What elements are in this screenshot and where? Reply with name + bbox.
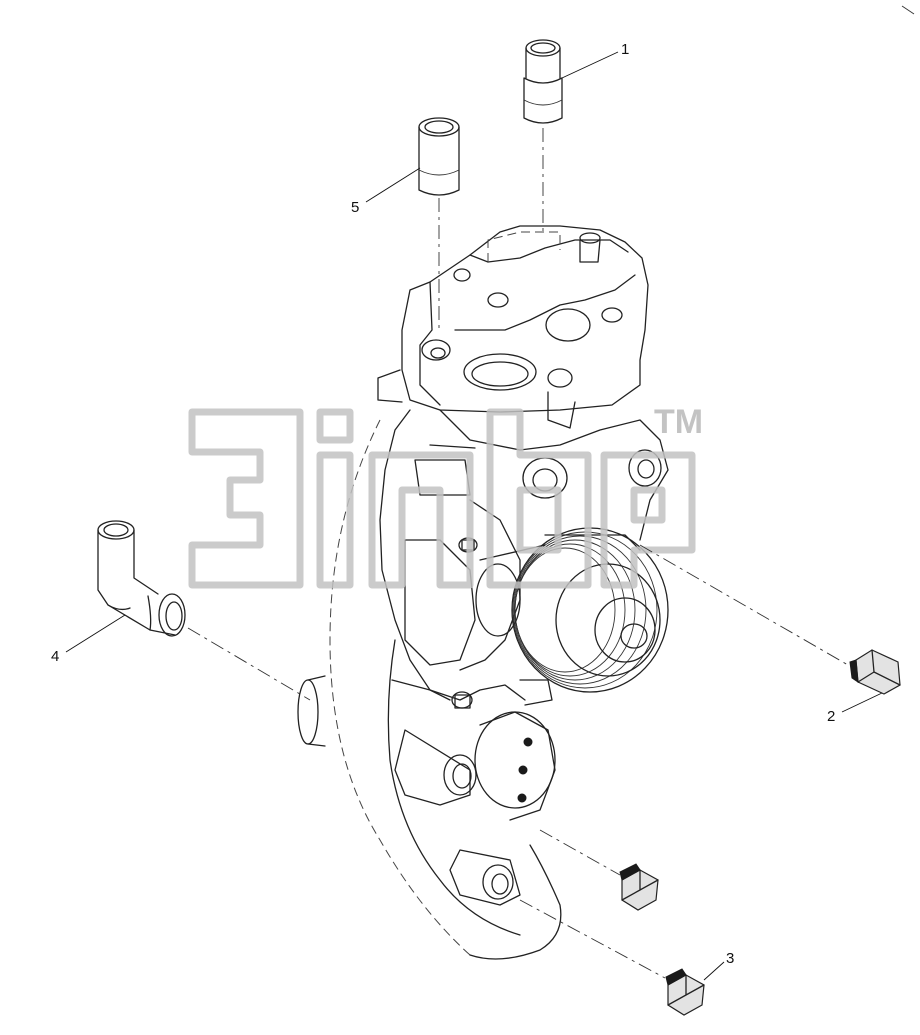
part-2-plug	[639, 544, 901, 695]
callout-label-4: 4	[51, 648, 59, 665]
part-5-sleeve	[418, 117, 460, 330]
part-4-elbow	[97, 520, 311, 701]
part-3-plug-lower	[519, 899, 705, 1016]
outlet-pipe	[297, 419, 562, 960]
callout-4: 4	[51, 614, 126, 665]
part-1-sleeve	[523, 39, 563, 236]
part-3-plug-upper	[539, 829, 659, 911]
callout-label-3: 3	[726, 950, 734, 967]
callout-label-1: 1	[621, 41, 629, 58]
thermostat-housing-cover	[377, 225, 649, 429]
watermark-logo-shape	[188, 408, 304, 589]
callout-3: 3	[703, 950, 734, 981]
callout-5: 5	[351, 167, 421, 216]
callout-1: 1	[561, 41, 629, 79]
watermark-trademark: TM	[654, 403, 703, 441]
corner-mark	[901, 5, 915, 15]
callout-label-5: 5	[351, 199, 359, 216]
callout-2: 2	[827, 692, 883, 725]
watermark: TM	[188, 403, 703, 589]
callout-label-2: 2	[827, 708, 835, 725]
water-pump-assembly	[297, 225, 669, 960]
lower-boss	[394, 711, 556, 906]
